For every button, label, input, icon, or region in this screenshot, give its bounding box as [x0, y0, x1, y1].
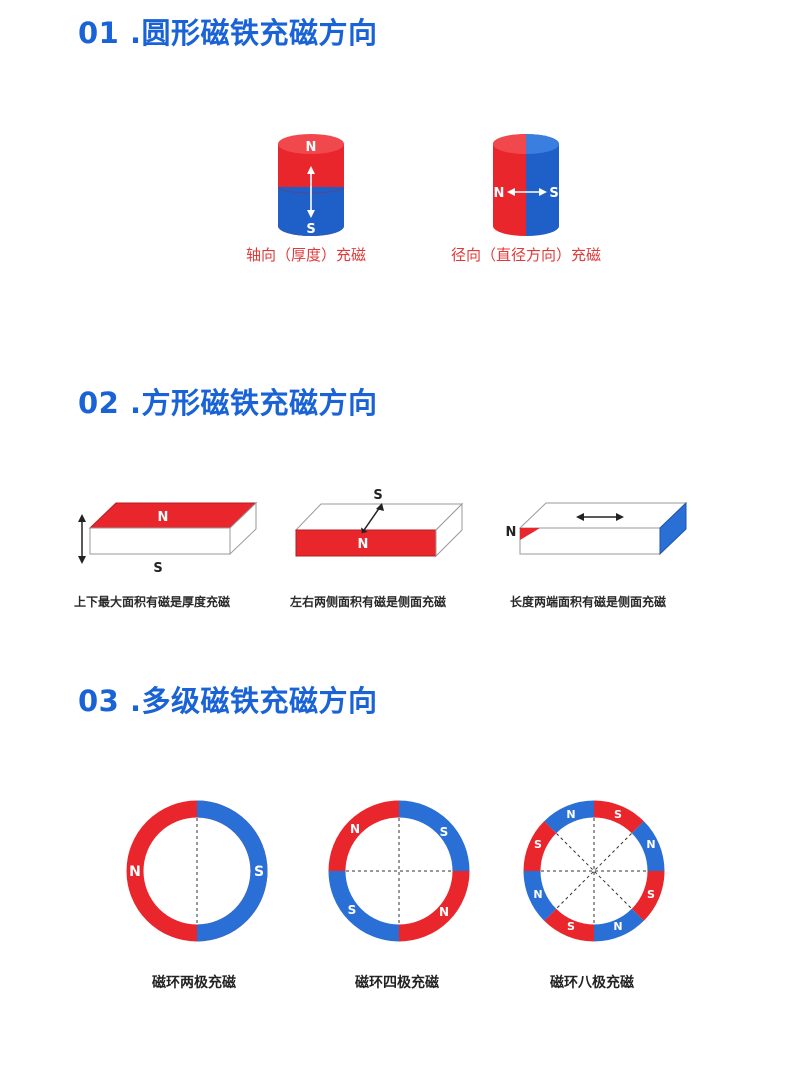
- caption-axial: 轴向（厚度）充磁: [246, 246, 367, 264]
- pole-label: S: [567, 920, 575, 933]
- ring-eight-pole-figure: N S N S N S N S: [523, 800, 665, 942]
- ring-four-pole-figure: N S N S: [328, 800, 470, 942]
- pole-label: S: [549, 186, 558, 201]
- pole-label: N: [129, 864, 141, 880]
- caption-ring-four: 磁环四极充磁: [355, 975, 439, 991]
- pole-label: N: [306, 140, 317, 155]
- pole-label: S: [306, 222, 315, 237]
- pole-label: S: [647, 888, 655, 901]
- pole-label: S: [348, 903, 357, 917]
- pole-label: N: [566, 808, 575, 821]
- caption-block-side: 左右两侧面积有磁是侧面充磁: [290, 595, 447, 609]
- pole-label: S: [614, 808, 622, 821]
- section-heading-multipole: 03 .多级磁铁充磁方向: [78, 684, 378, 718]
- pole-label: N: [439, 905, 449, 919]
- caption-block-thickness: 上下最大面积有磁是厚度充磁: [74, 595, 231, 609]
- pole-label: N: [506, 525, 517, 540]
- caption-ring-two: 磁环两极充磁: [152, 975, 236, 991]
- radial-cylinder-figure: N S: [493, 134, 559, 236]
- pole-label: N: [646, 838, 655, 851]
- pole-label: N: [533, 888, 542, 901]
- ring-two-pole-figure: N S: [126, 800, 268, 942]
- block-thickness-figure: N S: [78, 501, 258, 576]
- pole-label: S: [373, 488, 382, 503]
- pole-label: N: [494, 186, 505, 201]
- pole-label: S: [534, 838, 542, 851]
- caption-block-end: 长度两端面积有磁是侧面充磁: [510, 595, 667, 609]
- block-end-figure: N: [506, 501, 688, 556]
- pole-label: S: [440, 825, 449, 839]
- axial-cylinder-figure: N S: [277, 134, 345, 237]
- pole-label: S: [153, 561, 162, 576]
- caption-radial: 径向（直径方向）充磁: [451, 246, 602, 264]
- pole-label: S: [254, 864, 264, 880]
- section-heading-round: 01 .圆形磁铁充磁方向: [78, 16, 378, 50]
- caption-ring-eight: 磁环八极充磁: [550, 975, 634, 991]
- pole-label: N: [350, 822, 360, 836]
- block-side-figure: S N: [294, 488, 464, 558]
- pole-label: N: [158, 510, 169, 525]
- pole-label: N: [358, 537, 369, 552]
- section-heading-square: 02 .方形磁铁充磁方向: [78, 386, 378, 420]
- pole-label: N: [613, 920, 622, 933]
